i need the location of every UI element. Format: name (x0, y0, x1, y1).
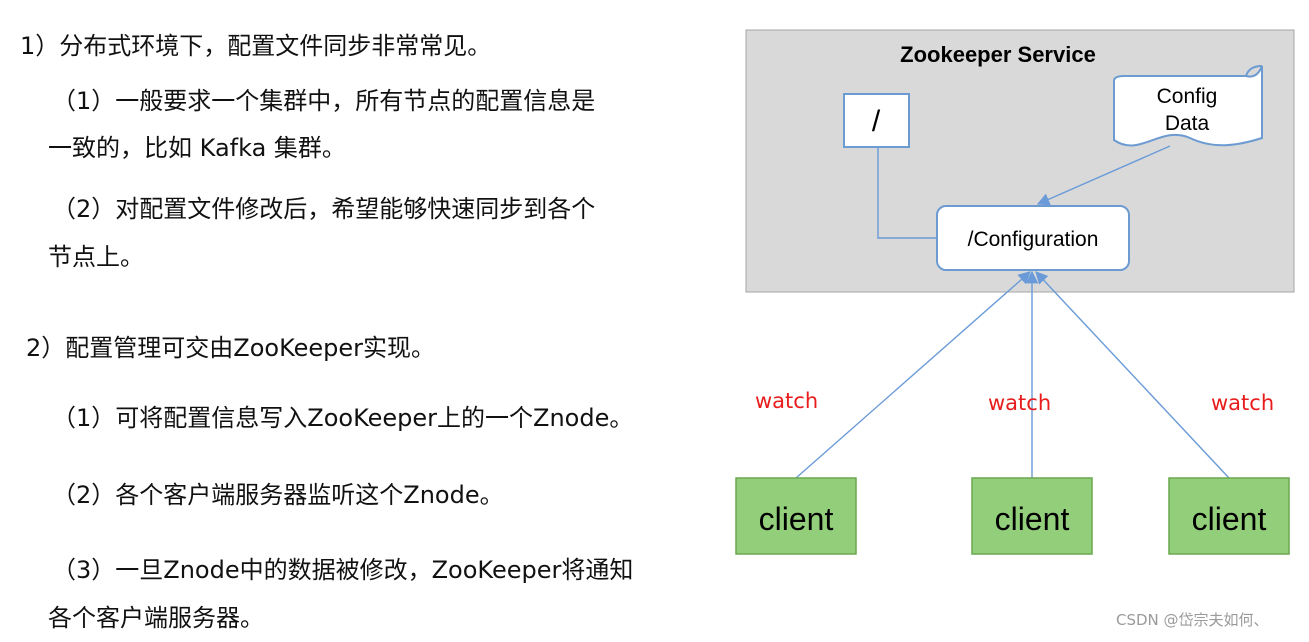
root-to-configuration-connector (877, 147, 937, 239)
watch-label-2: watch (988, 391, 1051, 415)
text-item-2-3a: （3）一旦Znode中的数据被修改，ZooKeeper将通知 (52, 556, 634, 584)
text-item-1: 1）分布式环境下，配置文件同步非常常见。 (20, 32, 492, 60)
config-data-label-line1: Config (1157, 85, 1218, 108)
config-data-curl (1245, 65, 1263, 77)
watch-label-1: watch (755, 389, 818, 413)
client-box-2 (971, 477, 1093, 555)
watermark: CSDN @岱宗夫如何、 (1116, 611, 1269, 629)
config-data-shape (1113, 65, 1263, 147)
client-label-3: client (1192, 501, 1267, 537)
text-item-2-3b: 各个客户端服务器。 (48, 604, 264, 632)
root-node (843, 93, 910, 148)
client-label-2: client (995, 501, 1070, 537)
text-item-1-1b: 一致的，比如 Kafka 集群。 (48, 134, 346, 162)
client-1-watch-arrow (795, 271, 1031, 479)
text-item-2-1: （1）可将配置信息写入ZooKeeper上的一个Znode。 (52, 404, 634, 432)
client-box-1 (735, 477, 857, 555)
root-node-label: / (872, 105, 881, 138)
client-label-1: client (759, 501, 834, 537)
text-item-2: 2）配置管理可交由ZooKeeper实现。 (26, 334, 436, 362)
config-data-label-line2: Data (1165, 112, 1210, 135)
configuration-node-label: /Configuration (968, 228, 1099, 251)
client-3-watch-arrow (1035, 271, 1230, 479)
config-data-to-configuration-arrow (1036, 145, 1171, 206)
text-item-1-2b: 节点上。 (48, 243, 144, 271)
client-box-3 (1168, 477, 1290, 555)
service-title: Zookeeper Service (900, 42, 1096, 67)
text-item-2-2: （2）各个客户端服务器监听这个Znode。 (52, 481, 504, 509)
watch-label-3: watch (1211, 391, 1274, 415)
text-item-1-2a: （2）对配置文件修改后，希望能够快速同步到各个 (52, 195, 596, 223)
text-item-1-1a: （1）一般要求一个集群中，所有节点的配置信息是 (52, 87, 596, 115)
